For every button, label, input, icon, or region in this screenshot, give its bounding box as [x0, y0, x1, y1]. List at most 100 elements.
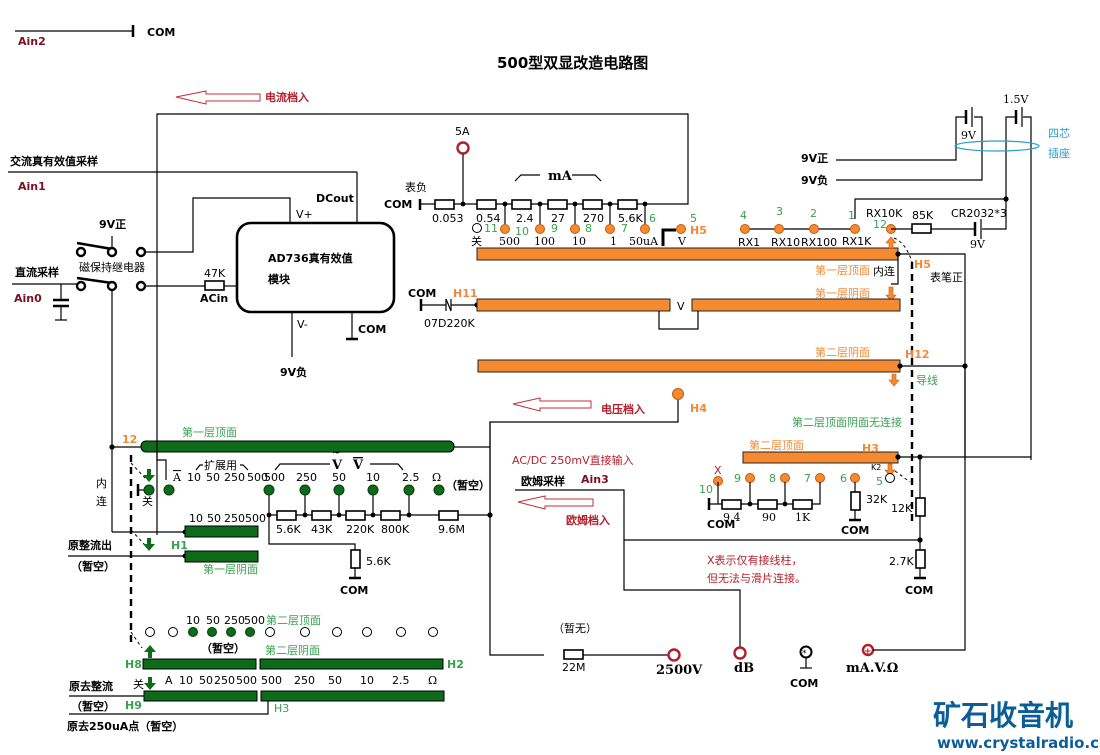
voltage-bracket	[370, 463, 404, 471]
db-wire	[623, 540, 741, 647]
ad736-module	[235, 221, 396, 314]
divider-resistor-label: 220K	[346, 523, 375, 536]
rx-pad	[850, 224, 860, 234]
g2-pad	[188, 627, 198, 637]
l2-pad-number: 10	[699, 483, 713, 496]
g2-pad-empty	[300, 627, 310, 637]
green-up-arrow-icon	[144, 645, 156, 658]
layer2-com-label: COM	[707, 518, 735, 531]
h2-label: H2	[447, 658, 464, 671]
g1-voltage-pad	[403, 484, 415, 496]
ain3-label: Ain3	[581, 473, 609, 486]
resistor-22m	[563, 649, 584, 660]
ohm-in-label: 欧姆档入	[566, 513, 610, 527]
green-down-arrow-icon	[143, 469, 155, 482]
l2-pad-number: 5	[876, 475, 883, 488]
voltage-range-label: 500	[264, 471, 285, 484]
green-h3-label: H3	[274, 702, 289, 715]
divider-resistor-label: 5.6K	[276, 523, 301, 536]
ma-v-ohm-wire	[873, 366, 966, 651]
g2-pad	[226, 627, 236, 637]
arrow-current-in-icon	[175, 90, 261, 105]
l2-resistor	[792, 499, 813, 510]
layer1-bottom-label: 第一层阴面	[815, 286, 870, 300]
g1-voltage-pad	[367, 484, 379, 496]
jack-2500v[interactable]	[667, 648, 681, 662]
relay-contact	[135, 280, 147, 292]
rx-pad	[740, 224, 750, 234]
l2-pad	[815, 473, 825, 483]
shunt-pad-off	[472, 223, 482, 233]
g2-top-range-label: 50	[206, 614, 220, 627]
jack-com[interactable]	[799, 645, 813, 659]
green-layer1-top-bar	[140, 440, 455, 453]
shunt-resistor-label: 2.4	[516, 212, 534, 225]
inner-connect-label: 内连	[873, 264, 895, 278]
rx-pad-number: 2	[810, 207, 817, 220]
jack-5a[interactable]	[456, 141, 470, 155]
g1-pad-a	[163, 484, 175, 496]
socket-label-1: 四芯	[1048, 126, 1070, 140]
l2-pad-number: X	[714, 464, 722, 477]
rx-pad-label: RX1K	[842, 235, 872, 248]
jack-db-label: dB	[734, 661, 754, 676]
expand-range-label: 500	[247, 471, 268, 484]
g1-voltage-pad	[299, 484, 311, 496]
l2-pad-number: 6	[840, 472, 847, 485]
a-pad-wire	[156, 441, 167, 480]
rx-pad	[774, 224, 784, 234]
green-down-arrow-icon	[143, 538, 155, 551]
voltage-in-label: 电压档入	[601, 402, 645, 416]
g2-pad-empty	[396, 627, 406, 637]
shunt-pad-label: 关	[471, 234, 482, 248]
9v-neg-wire	[836, 116, 983, 181]
ohm-9v-pos-label: 9V正	[801, 152, 828, 165]
varistor-label: 07D220K	[424, 317, 475, 330]
expand-label: 扩展用	[204, 458, 237, 472]
ma-bracket	[514, 174, 540, 182]
shunt-pad-label: 1	[610, 235, 617, 248]
orig-250ua-label: 原去250uA点（暂空）	[67, 719, 183, 733]
r2-7k-label: 2.7K	[889, 555, 914, 568]
jack-db[interactable]	[733, 646, 747, 660]
bar-range-label: 50	[207, 512, 221, 525]
h4-pad	[672, 388, 684, 400]
probe-pos-label: 表笔正	[930, 270, 963, 284]
ground-icon	[346, 312, 358, 341]
layer2-bottom-label: 第二层阴面	[815, 345, 870, 359]
g2-bottom-label: Ω	[428, 674, 437, 687]
ohm-9v-neg-label: 9V负	[801, 173, 828, 187]
resistor-47k	[204, 280, 225, 291]
shunt-resistor	[547, 199, 568, 210]
relay-contact	[106, 280, 118, 292]
green-layer2-bottom-label: 第二层阴面	[265, 643, 320, 657]
jack-mav-label: mA.V.Ω	[846, 661, 898, 676]
g1-pad-off	[143, 484, 155, 496]
dc-sample-label: 直流采样	[15, 265, 59, 279]
up-arrow-icon	[885, 236, 897, 249]
cr2032-label: CR2032*3	[951, 207, 1007, 220]
h1-label: H1	[171, 539, 188, 552]
g2-bottom-label: 500	[261, 674, 282, 687]
note-line-2: 但无法与滑片连接。	[707, 571, 806, 585]
ma-label: mA	[548, 169, 573, 184]
shunt-pad-label: 500	[499, 235, 520, 248]
shunt-pad-label: 10	[572, 235, 586, 248]
l2-resistor-label: 1K	[795, 511, 811, 524]
expand-range-label: 10	[187, 471, 201, 484]
green-layer2-off-label: 关	[133, 677, 144, 691]
shunt-resistor-label: 5.6K	[618, 212, 643, 225]
shunt-pad	[570, 224, 580, 234]
green-layer2-vacant-label: （暂空）	[201, 641, 245, 655]
voltage-in-wire	[489, 400, 679, 656]
rx-pad	[809, 224, 819, 234]
down-arrow-icon	[885, 286, 897, 302]
rx-pad-number: 3	[776, 205, 783, 218]
shunt-pad-number: 8	[585, 222, 592, 235]
rx-pad-number: 12	[873, 218, 887, 231]
resistor-2-7k	[915, 549, 926, 569]
